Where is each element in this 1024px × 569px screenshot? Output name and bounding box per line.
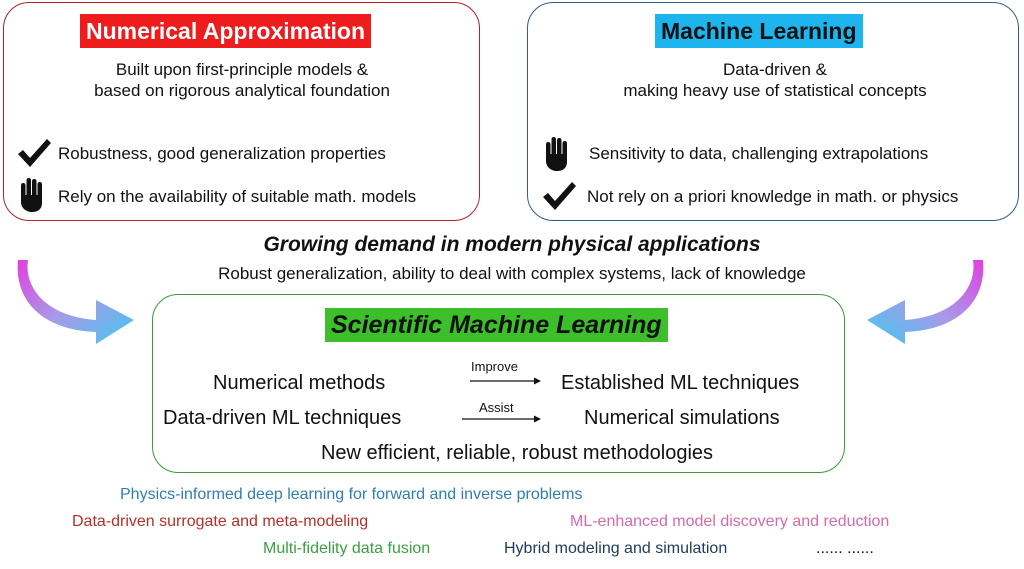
demand-detail: Robust generalization, ability to deal w… [218, 264, 806, 283]
sml-row1-arrow-label: Improve [471, 359, 518, 374]
right-arrow-icon [462, 415, 541, 423]
machine-learning-pro: Not rely on a priori knowledge in math. … [587, 187, 959, 206]
machine-learning-subtitle-line2: making heavy use of statistical concepts [623, 81, 927, 100]
application-ellipsis: ...... ...... [816, 540, 874, 557]
curved-arrow-right [867, 260, 984, 344]
machine-learning-title: Machine Learning [655, 14, 863, 48]
application-multi-fidelity: Multi-fidelity data fusion [263, 540, 431, 557]
demand-heading: Growing demand in modern physical applic… [263, 233, 761, 256]
right-arrow-icon [470, 377, 541, 385]
machine-learning-con: Sensitivity to data, challenging extrapo… [589, 144, 929, 163]
scientific-ml-title: Scientific Machine Learning [325, 308, 668, 342]
curved-arrow-left [17, 260, 134, 344]
sml-row1-left: Numerical methods [213, 372, 386, 394]
sml-row2-left: Data-driven ML techniques [163, 407, 402, 429]
numerical-approximation-title: Numerical Approximation [80, 14, 372, 48]
numerical-approximation-subtitle-line1: Built upon first-principle models & [115, 60, 369, 79]
numerical-approximation-pro: Robustness, good generalization properti… [58, 144, 386, 163]
checkmark-icon [18, 139, 51, 167]
application-hybrid-modeling: Hybrid modeling and simulation [504, 540, 728, 557]
sml-conclusion: New efficient, reliable, robust methodol… [320, 442, 714, 464]
application-model-discovery: ML-enhanced model discovery and reductio… [570, 513, 890, 530]
sml-row2-arrow-label: Assist [479, 400, 514, 415]
hand-stop-icon [546, 137, 567, 171]
numerical-approximation-con: Rely on the availability of suitable mat… [58, 187, 417, 206]
numerical-approximation-subtitle-line2: based on rigorous analytical foundation [94, 81, 390, 100]
hand-stop-icon [21, 178, 42, 212]
sml-row1-right: Established ML techniques [561, 372, 800, 394]
application-surrogate-modeling: Data-driven surrogate and meta-modeling [72, 513, 369, 530]
sml-row2-right: Numerical simulations [584, 407, 780, 429]
machine-learning-subtitle-line1: Data-driven & [723, 60, 827, 79]
checkmark-icon [543, 182, 576, 210]
application-physics-informed: Physics-informed deep learning for forwa… [120, 486, 583, 503]
